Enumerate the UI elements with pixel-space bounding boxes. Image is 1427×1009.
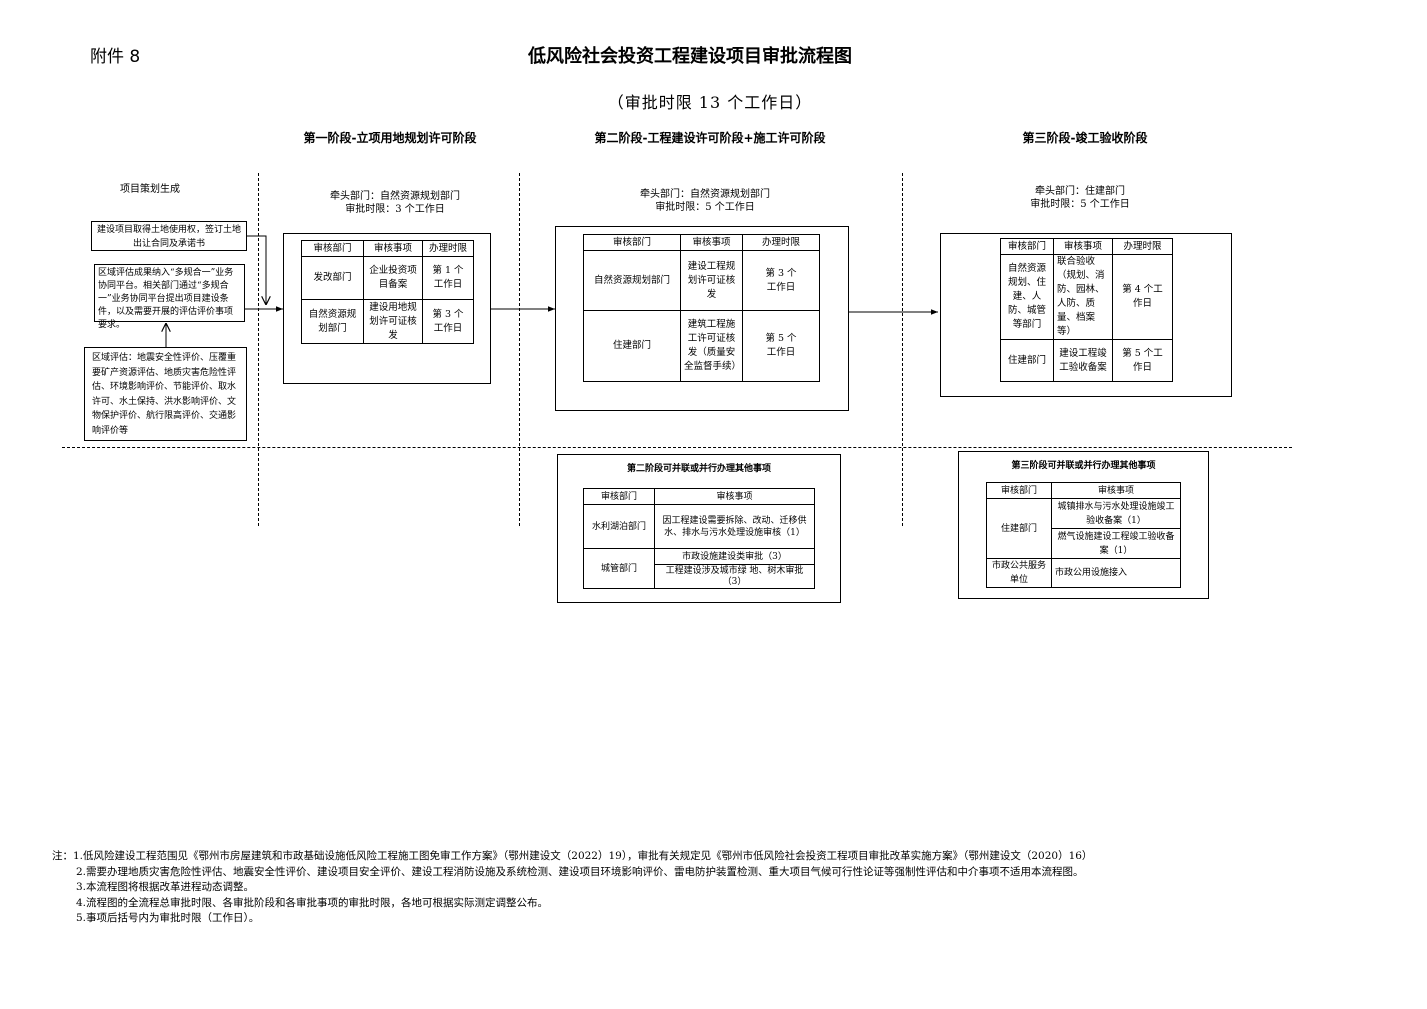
stage-1-title: 第一阶段-立项用地规划许可阶段: [303, 131, 477, 145]
table-row: 住建部门 城镇排水与污水处理设施竣工验收备案（1）: [986, 498, 1181, 559]
note-3: 3.本流程图将根据改革进程动态调整。: [76, 881, 255, 893]
row-time: 第 3 个工作日: [422, 299, 474, 344]
divider-3: [902, 173, 903, 526]
regional-assessment-text: 区域评估：地震安全性评价、压覆重要矿产资源评估、地质灾害危险性评估、环境影响评价…: [92, 353, 237, 436]
land-use-box: 建设项目取得土地使用权，签订土地出让合同及承诺书: [91, 221, 247, 251]
row-dept: 住建部门: [583, 310, 681, 382]
page-title: 低风险社会投资工程建设项目审批流程图: [528, 46, 852, 67]
row-item: 燃气设施建设工程竣工验收备案（1）: [1051, 528, 1181, 559]
row-item: 因工程建设需要拆除、改动、迁移供水、排水与污水处理设施审核（1）: [654, 504, 815, 549]
parallel2-title: 第二阶段可并联或并行办理其他事项: [626, 464, 771, 474]
row-time: 第 1 个工作日: [422, 256, 474, 300]
table-row: 发改部门 企业投资项目备案 第 1 个工作日: [301, 256, 474, 300]
note-1: 注：1.低风险建设工程范围见《鄂州市房屋建筑和市政基础设施低风险工程施工图免审工…: [52, 850, 1093, 862]
table-row: 水利湖泊部门 因工程建设需要拆除、改动、迁移供水、排水与污水处理设施审核（1）: [583, 504, 815, 549]
phase1-table: 审核部门 审核事项 办理时限 发改部门 企业投资项目备案 第 1 个工作日 自然…: [301, 240, 474, 344]
table-row: 自然资源规划部门 建设用地规划许可证核发 第 3 个工作日: [301, 299, 474, 344]
row-item: 建设用地规划许可证核发: [363, 299, 423, 344]
row-item: 建设工程竣工验收备案: [1053, 339, 1113, 382]
row-item: 城镇排水与污水处理设施竣工验收备案（1）: [1051, 498, 1181, 529]
header-time: 办理时限: [742, 234, 820, 251]
note-5: 5.事项后括号内为审批时限（工作日）。: [76, 912, 260, 924]
phase3-lead: 牵头部门：住建部门: [1035, 186, 1125, 197]
table-row: 住建部门 建设工程竣工验收备案 第 5 个工作日: [1000, 339, 1173, 382]
row-dept: 市政公共服务单位: [986, 558, 1052, 588]
parallel2-table: 审核部门 审核事项 水利湖泊部门 因工程建设需要拆除、改动、迁移供水、排水与污水…: [583, 488, 815, 589]
row-item: 建筑工程施工许可证核发（质量安全监督手续）: [680, 310, 743, 382]
row-time: 第 5 个工作日: [742, 310, 820, 382]
note-4: 4.流程图的全流程总审批时限、各审批阶段和各审批事项的审批时限，各地可根据实际测…: [76, 896, 549, 909]
phase2-lead: 牵头部门：自然资源规划部门: [640, 189, 770, 200]
row-item: 联合验收（规划、消防、园林、人防、质量、档案等）: [1053, 254, 1113, 340]
divider-2: [519, 173, 520, 526]
row-time: 第 5 个工作日: [1112, 339, 1173, 382]
attachment-label: 附件 8: [90, 47, 141, 67]
row-dept: 城管部门: [583, 548, 655, 589]
table-row: 工程建设涉及城市绿 地、树木审批（3）: [584, 564, 815, 589]
phase3-limit: 审批时限：5 个工作日: [1030, 199, 1130, 210]
table-row: 自然资源规划部门 建设工程规划许可证核发 第 3 个工作日: [583, 250, 820, 311]
phase2-limit: 审批时限：5 个工作日: [655, 202, 755, 213]
row-dept: 自然资源规划部门: [301, 299, 364, 344]
divider-horizontal: [62, 447, 1292, 448]
land-use-connector: [247, 235, 266, 305]
table-header-row: 审核部门 审核事项: [986, 482, 1181, 499]
table-row: 市政公共服务单位 市政公用设施接入: [986, 558, 1181, 588]
table-row: 自然资源规划、住建、人防、城管等部门 联合验收（规划、消防、园林、人防、质量、档…: [1000, 254, 1173, 340]
row-item: 工程建设涉及城市绿 地、树木审批（3）: [654, 564, 815, 589]
land-use-text: 建设项目取得土地使用权，签订土地出让合同及承诺书: [96, 225, 241, 249]
stage-3-title: 第三阶段-竣工验收阶段: [1022, 131, 1148, 145]
planning-platform-box: 区域评估成果纳入“多规合一”业务协同平台。相关部门通过“多规合一”业务协同平台提…: [94, 264, 245, 330]
phase3-table: 审核部门 审核事项 办理时限 自然资源规划、住建、人防、城管等部门 联合验收（规…: [1000, 238, 1173, 382]
note-2: 2.需要办理地质灾害危险性评估、地震安全性评价、建设项目安全评价、建设工程消防设…: [76, 865, 1084, 878]
table-row: 住建部门 建筑工程施工许可证核发（质量安全监督手续） 第 5 个工作日: [583, 310, 820, 382]
pre-title: 项目策划生成: [120, 184, 180, 195]
phase1-limit: 审批时限：3 个工作日: [345, 204, 445, 215]
phase1-lead: 牵头部门：自然资源规划部门: [330, 191, 460, 202]
row-dept: 住建部门: [1000, 339, 1054, 382]
parallel3-title: 第三阶段可并联或并行办理其他事项: [1011, 461, 1156, 471]
notes: 注：1.低风险建设工程范围见《鄂州市房屋建筑和市政基础设施低风险工程施工图免审工…: [52, 849, 1312, 927]
stage-2-title: 第二阶段-工程建设许可阶段+施工许可阶段: [594, 131, 826, 145]
table-header-row: 审核部门 审核事项: [583, 488, 815, 505]
page-subtitle: （审批时限 13 个工作日）: [607, 93, 813, 112]
row-item: 市政公用设施接入: [1051, 558, 1181, 588]
row-time: 第 4 个工作日: [1112, 254, 1173, 340]
row-dept: 自然资源规划、住建、人防、城管等部门: [1000, 254, 1054, 340]
planning-platform-text: 区域评估成果纳入“多规合一”业务协同平台。相关部门通过“多规合一”业务协同平台提…: [98, 268, 234, 330]
table-header-row: 审核部门 审核事项 办理时限: [583, 234, 820, 251]
parallel3-table: 审核部门 审核事项 住建部门 城镇排水与污水处理设施竣工验收备案（1） 燃气设施…: [986, 482, 1181, 588]
divider-1: [258, 173, 259, 526]
phase2-table: 审核部门 审核事项 办理时限 自然资源规划部门 建设工程规划许可证核发 第 3 …: [583, 234, 820, 382]
table-row: 燃气设施建设工程竣工验收备案（1）: [987, 528, 1181, 559]
row-time: 第 3 个工作日: [742, 250, 820, 311]
row-item: 建设工程规划许可证核发: [680, 250, 743, 311]
regional-assessment-box: 区域评估：地震安全性评价、压覆重要矿产资源评估、地质灾害危险性评估、环境影响评价…: [84, 347, 247, 441]
row-dept: 自然资源规划部门: [583, 250, 681, 311]
